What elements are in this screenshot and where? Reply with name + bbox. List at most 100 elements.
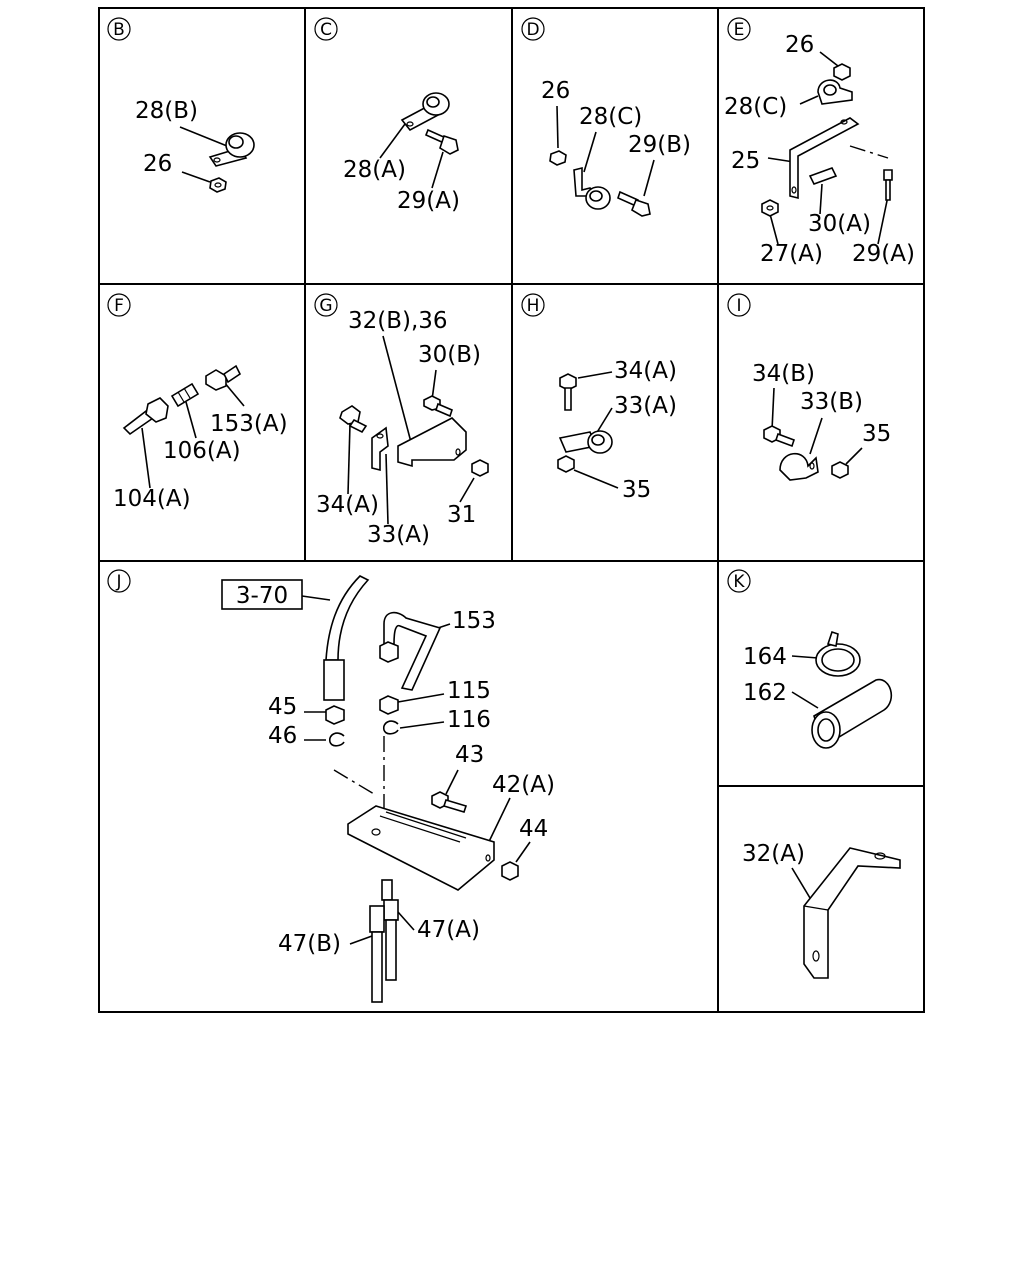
label-42a: 42(A) [492,772,555,798]
label-164: 164 [743,644,787,670]
bolt-34b-icon [763,425,796,448]
clip-28b-icon [208,132,255,167]
nut-26-icon [549,150,567,166]
bolt-34a-icon [339,405,368,434]
washer-116-icon [382,720,399,735]
panel-letter-f: F [107,293,131,317]
label-162: 162 [743,680,787,706]
nut-35-icon [557,455,575,473]
clip-33a-icon [558,430,613,454]
bracket-32b-icon [397,417,467,468]
label-26: 26 [143,151,172,177]
svg-text:J: J [115,572,121,592]
label-43: 43 [455,742,484,768]
fitting-104a-icon [122,397,169,436]
svg-text:B: B [113,20,125,40]
panel-letter-d: D [521,17,545,41]
clip-33b-icon [779,452,819,481]
label-30b: 30(B) [418,342,481,368]
hose-clamp-164-icon [815,630,861,677]
label-104a: 104(A) [113,486,191,512]
svg-text:K: K [733,572,745,592]
reference-box[interactable]: 3-70 [221,579,303,610]
bolt-30a-icon [808,167,838,185]
label-45: 45 [268,694,297,720]
svg-text:E: E [734,20,745,40]
svg-text:C: C [320,20,332,40]
label-46: 46 [268,723,297,749]
clip-28c-icon [573,166,611,210]
bolt-29a-icon [424,128,459,155]
label-47b: 47(B) [278,931,341,957]
label-26: 26 [785,32,814,58]
panel-letter-k: K [727,569,751,593]
label-153a: 153(A) [210,411,288,437]
svg-text:H: H [527,296,540,316]
panel-k: K 164 162 [727,569,893,749]
label-32b-36: 32(B),36 [348,308,448,334]
panel-letter-j: J [107,569,131,593]
label-27a: 27(A) [760,241,823,267]
panel-l: 32(A) [742,841,901,979]
bolt-30b-icon [423,395,453,418]
bracket-42a-icon [347,805,495,891]
label-29b: 29(B) [628,132,691,158]
bolt-29b-icon [617,190,651,217]
panel-letter-i: I [727,293,751,317]
label-30a: 30(A) [808,211,871,237]
panel-c: C 28(A) 29(A) [314,17,460,214]
bolt-34a-icon [559,373,577,411]
label-29a: 29(A) [852,241,915,267]
bolt-43-icon [431,791,468,813]
grid-frame [98,7,925,1013]
nut-44-icon [501,861,519,881]
label-106a: 106(A) [163,438,241,464]
panel-b: B 28(B) 26 [107,17,255,193]
clip-28a-icon [400,92,450,132]
label-116: 116 [447,707,491,733]
label-35: 35 [622,477,651,503]
label-31: 31 [447,502,476,528]
clip-33a-icon [371,426,389,472]
washer-46-icon [328,732,345,747]
label-25: 25 [731,148,760,174]
panel-h: H 34(A) 33(A) 35 [521,293,677,503]
nut-26-icon [209,177,227,193]
panel-letter-h: H [521,293,545,317]
bracket-25-icon [789,117,860,200]
label-29a: 29(A) [397,188,460,214]
panel-e: E 26 28(C) 25 30(A) 27(A) 29(A) [724,17,915,267]
fitting-153a-icon [205,364,242,391]
label-28c: 28(C) [724,94,787,120]
pipe-lower-icon [369,879,399,1003]
label-28c: 28(C) [579,104,642,130]
panel-letter-g: G [314,293,338,317]
svg-text:F: F [114,296,124,316]
panel-j: J 3-70 153 115 116 45 46 [107,569,555,1003]
hose-162-icon [811,678,893,749]
label-33a: 33(A) [614,393,677,419]
label-34a: 34(A) [614,358,677,384]
panel-letter-b: B [107,17,131,41]
panel-letter-e: E [727,17,751,41]
svg-text:G: G [319,296,332,316]
label-44: 44 [519,816,548,842]
nut-35-icon [831,461,849,479]
panel-g: G 32(B),36 30(B) 34(A) 33(A) 31 [314,293,489,548]
label-34b: 34(B) [752,361,815,387]
pipe-upper-icon [323,575,370,701]
label-153: 153 [452,608,496,634]
label-35: 35 [862,421,891,447]
label-26: 26 [541,78,570,104]
panel-d: D 26 28(C) 29(B) [521,17,691,217]
svg-text:D: D [526,20,539,40]
nut-45-icon [325,705,345,725]
label-47a: 47(A) [417,917,480,943]
nut-27a-icon [761,199,779,217]
pipe-153-icon [379,611,442,691]
panel-letter-c: C [314,17,338,41]
label-33a: 33(A) [367,522,430,548]
label-33b: 33(B) [800,389,863,415]
nut-31-icon [471,459,489,477]
